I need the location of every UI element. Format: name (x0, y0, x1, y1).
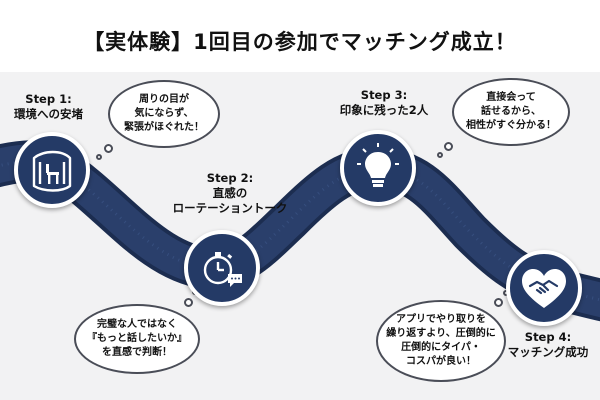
step-3-comment-bubble: 直接会って 話せるから、 相性がすぐ分かる！ (452, 78, 570, 146)
step-4-name: マッチング成功 (507, 345, 589, 359)
step-2-label: Step 2: 直感の ローテーショントーク (165, 171, 295, 216)
step-3-number: Step 3: (360, 88, 408, 102)
step-2-number: Step 2: (206, 171, 254, 185)
bubble-tail-dot (444, 142, 453, 151)
page-title: 【実体験】1回目の参加でマッチング成立！ (83, 30, 517, 54)
step-1-name: 環境への安堵 (14, 107, 83, 121)
bubble-tail-dot (96, 154, 102, 160)
bubble-tail-dot (494, 298, 503, 307)
step-4-number: Step 4: (524, 330, 572, 344)
bubble-tail-dot (104, 144, 113, 153)
step-2-node (184, 230, 260, 306)
lightbulb-icon (357, 143, 399, 187)
handshake-heart-icon (522, 269, 566, 308)
step-3-label: Step 3: 印象に残った2人 (334, 88, 434, 118)
step-2-comment-bubble: 完璧な人ではなく 『もっと話したいか』 を直感で判断！ (74, 304, 200, 374)
step-4-label: Step 4: マッチング成功 (496, 330, 600, 360)
stopwatch-chat-icon (203, 252, 242, 287)
header-area (0, 0, 600, 72)
step-4-comment-bubble: アプリでやり取りを 繰り返すより、圧倒的に 圧倒的にタイパ・ コスパが良い！ (376, 300, 506, 382)
private-booth-icon (32, 150, 72, 192)
step-3-node (340, 130, 416, 206)
step-1-node (14, 132, 90, 208)
bubble-tail-dot (437, 152, 443, 158)
bubble-tail-dot (184, 298, 193, 307)
step-3-name: 印象に残った2人 (339, 103, 429, 117)
step-1-label: Step 1: 環境への安堵 (14, 92, 83, 122)
step-2-name: 直感の ローテーショントーク (172, 186, 288, 215)
step-1-number: Step 1: (25, 92, 72, 106)
step-1-comment-bubble: 周りの目が 気にならず、 緊張がほぐれた！ (108, 80, 220, 148)
step-4-node (506, 250, 582, 326)
